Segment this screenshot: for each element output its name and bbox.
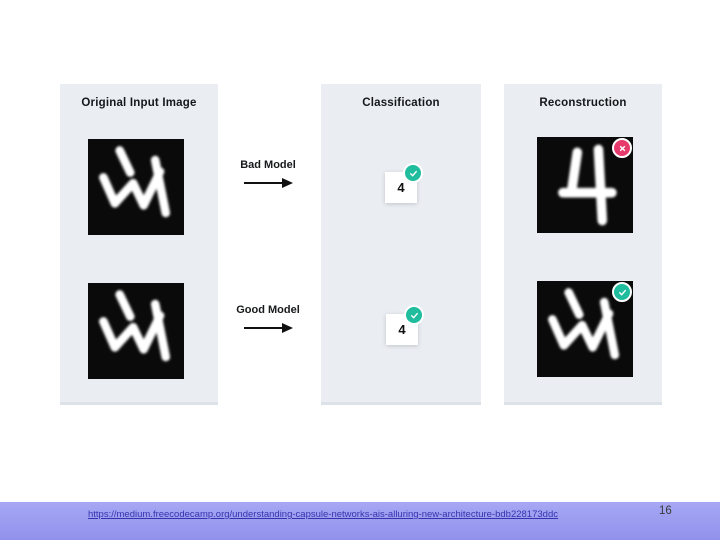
bad-model-group: Bad Model	[223, 159, 313, 192]
correct-check-badge	[404, 305, 424, 325]
good-model-group: Good Model	[223, 304, 313, 337]
page-number: 16	[659, 505, 672, 517]
correct-check-badge	[612, 282, 632, 302]
column-title-classification: Classification	[362, 97, 440, 109]
panel-original-input: Original Input Image	[60, 84, 218, 405]
panel-reconstruction: Reconstruction	[504, 84, 662, 405]
skewed-4-digit-icon	[88, 283, 184, 379]
column-title-original-input: Original Input Image	[81, 97, 197, 109]
right-arrow-icon	[244, 178, 293, 188]
incorrect-cross-badge	[612, 138, 632, 158]
source-link[interactable]: https://medium.freecodecamp.org/understa…	[88, 509, 558, 520]
input-image-skewed-4	[88, 283, 184, 379]
footer-band: https://medium.freecodecamp.org/understa…	[0, 502, 720, 540]
bad-model-label: Bad Model	[240, 159, 296, 171]
good-model-label: Good Model	[236, 304, 300, 316]
check-icon	[410, 312, 418, 318]
right-arrow-icon	[244, 323, 293, 333]
reconstruction-image-upright-4	[537, 137, 633, 233]
check-icon	[618, 289, 626, 295]
panel-classification: Classification 4 4	[321, 84, 481, 405]
reconstruction-image-skewed-4	[537, 281, 633, 377]
check-icon	[409, 170, 417, 176]
skewed-4-digit-icon	[88, 139, 184, 235]
input-image-skewed-4	[88, 139, 184, 235]
classification-result-bad-model: 4	[385, 163, 423, 203]
classification-result-good-model: 4	[386, 305, 424, 345]
correct-check-badge	[403, 163, 423, 183]
predicted-digit: 4	[398, 322, 406, 337]
predicted-digit: 4	[397, 180, 405, 195]
column-title-reconstruction: Reconstruction	[539, 97, 627, 109]
cross-icon	[619, 145, 625, 151]
